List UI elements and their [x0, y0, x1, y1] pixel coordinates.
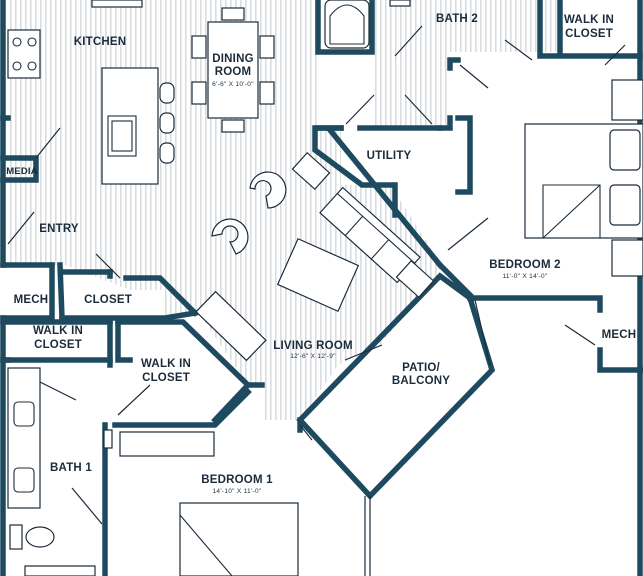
entry-label: ENTRY	[39, 223, 79, 235]
kitchen-label: KITCHEN	[74, 36, 127, 48]
bath1-fixtures	[7, 367, 96, 576]
patio-label-line2: BALCONY	[392, 375, 450, 387]
bath2-label: BATH 2	[436, 13, 478, 25]
dining-set	[191, 7, 275, 133]
mech-right-label: MECH	[602, 329, 637, 341]
living-room-dims: 12'-6" X 12'-9"	[290, 353, 336, 360]
walkin-closet-left-line2: CLOSET	[34, 339, 82, 351]
patio-label-line1: PATIO/	[402, 362, 440, 374]
walkin-closet-mid-line1: WALK IN	[141, 358, 191, 370]
bath1-label: BATH 1	[50, 462, 92, 474]
floor-hatching	[8, 0, 560, 420]
closet-label: CLOSET	[84, 294, 132, 306]
bedroom2-dims: 11'-0" X 14'-0"	[502, 273, 547, 280]
walkin-closet-mid-line2: CLOSET	[142, 372, 190, 384]
kitchen-fixtures	[7, 0, 175, 185]
dining-label-line1: DINING	[212, 53, 253, 65]
walkin-closet-left-line1: WALK IN	[33, 325, 83, 337]
bedroom2-label: BEDROOM 2	[489, 259, 560, 271]
bedroom2-furniture	[524, 79, 643, 277]
bedroom1-furniture	[119, 431, 299, 576]
dining-dims: 6'-6" X 10'-0"	[212, 81, 254, 88]
living-room-label: LIVING ROOM	[273, 340, 353, 352]
door-swings	[7, 25, 626, 576]
walkin-closet-top-line2: CLOSET	[565, 28, 613, 40]
media-label: MEDIA	[6, 166, 38, 177]
appliances-small	[103, 429, 113, 449]
bath2-fixtures	[324, 0, 411, 49]
bedroom1-label: BEDROOM 1	[201, 474, 273, 486]
utility-label: UTILITY	[367, 150, 412, 162]
mech-left-label: MECH	[14, 294, 49, 306]
dining-label-line2: ROOM	[215, 66, 252, 78]
walkin-closet-top-line1: WALK IN	[564, 14, 614, 26]
bedroom1-dims: 14'-10" X 11'-0"	[213, 488, 262, 495]
living-furniture	[195, 151, 435, 362]
